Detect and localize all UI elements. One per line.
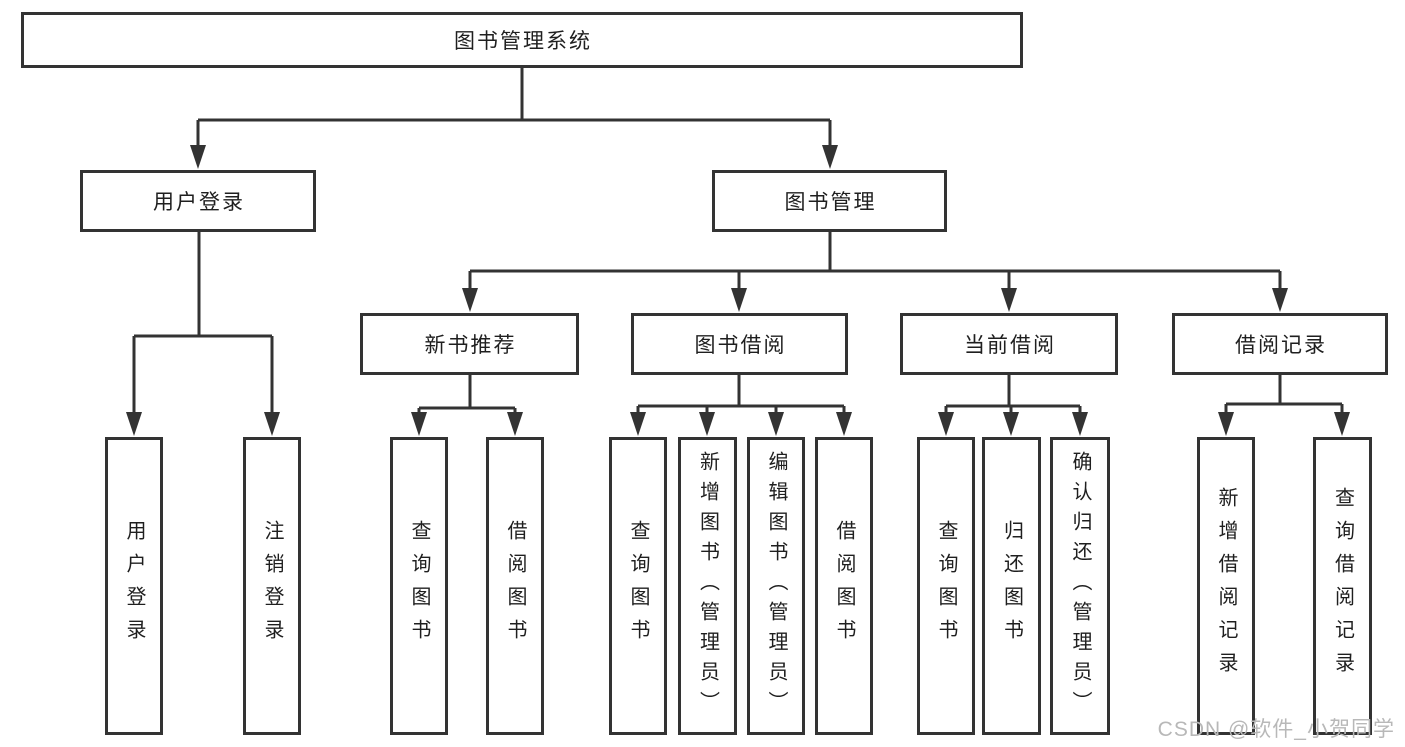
- connector-paths: [132, 68, 1344, 414]
- leaf-edit-books-admin-label: 编辑图书（管理员）: [765, 451, 787, 721]
- leaf-borrow-books-recommend: 借阅图书: [486, 437, 544, 735]
- leaf-add-books-admin-label: 新增图书（管理员）: [696, 451, 719, 721]
- leaf-user-login-label: 用户登录: [123, 520, 145, 652]
- node-book-management: 图书管理: [712, 170, 947, 232]
- leaf-add-borrow-record: 新增借阅记录: [1197, 437, 1255, 735]
- node-book-management-label: 图书管理: [784, 191, 877, 214]
- leaf-borrow-books-label: 借阅图书: [833, 520, 855, 652]
- leaf-query-books-recommend-label: 查询图书: [408, 520, 430, 652]
- node-borrow-records-label: 借阅记录: [1235, 334, 1327, 357]
- node-user-login: 用户登录: [80, 170, 316, 232]
- leaf-query-borrow-record-label: 查询借阅记录: [1331, 487, 1354, 685]
- leaf-add-borrow-record-label: 新增借阅记录: [1215, 487, 1237, 685]
- csdn-watermark: CSDN @软件_小贺同学: [1157, 718, 1395, 741]
- leaf-edit-books-admin: 编辑图书（管理员）: [747, 437, 805, 735]
- leaf-confirm-return-admin: 确认归还（管理员）: [1050, 437, 1110, 735]
- leaf-return-books-label: 归还图书: [1000, 520, 1023, 652]
- leaf-query-books-recommend: 查询图书: [390, 437, 448, 735]
- leaf-user-login: 用户登录: [105, 437, 163, 735]
- node-root: 图书管理系统: [21, 12, 1023, 68]
- node-book-borrow: 图书借阅: [631, 313, 848, 375]
- leaf-query-books-current: 查询图书: [917, 437, 975, 735]
- leaf-return-books: 归还图书: [982, 437, 1041, 735]
- node-root-label: 图书管理系统: [454, 30, 592, 53]
- node-new-book-recommend: 新书推荐: [360, 313, 579, 375]
- node-current-borrow: 当前借阅: [900, 313, 1118, 375]
- leaf-add-books-admin: 新增图书（管理员）: [678, 437, 737, 735]
- leaf-query-books-borrow: 查询图书: [609, 437, 667, 735]
- node-user-login-label: 用户登录: [153, 191, 245, 214]
- leaf-query-books-current-label: 查询图书: [935, 520, 957, 652]
- leaf-query-borrow-record: 查询借阅记录: [1313, 437, 1372, 735]
- arrowheads: [126, 145, 1350, 436]
- leaf-query-books-borrow-label: 查询图书: [627, 520, 649, 652]
- node-borrow-records: 借阅记录: [1172, 313, 1388, 375]
- node-current-borrow-label: 当前借阅: [964, 334, 1056, 357]
- node-book-borrow-label: 图书借阅: [694, 334, 787, 357]
- node-new-book-recommend-label: 新书推荐: [424, 334, 517, 357]
- leaf-confirm-return-admin-label: 确认归还（管理员）: [1069, 451, 1091, 721]
- leaf-logout-label: 注销登录: [261, 520, 283, 652]
- leaf-logout: 注销登录: [243, 437, 301, 735]
- leaf-borrow-books: 借阅图书: [815, 437, 873, 735]
- leaf-borrow-books-recommend-label: 借阅图书: [504, 520, 526, 652]
